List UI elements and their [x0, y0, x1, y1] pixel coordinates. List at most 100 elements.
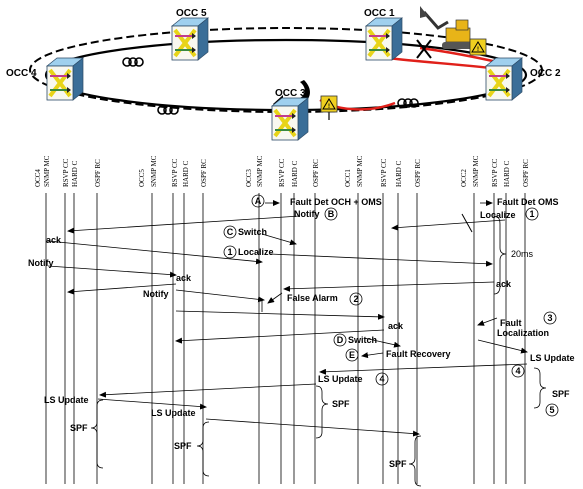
- label-20ms: 20ms: [511, 249, 534, 259]
- label-ack-occ2: ack: [496, 279, 512, 289]
- optical-cross-connect-icon: [270, 96, 310, 142]
- label-spf-occ1: SPF: [389, 459, 407, 469]
- brace-spf-occ5: [196, 421, 210, 477]
- col-occ1-snmp-mc: SNMP MC: [356, 155, 364, 187]
- fiber-cut-icon: [416, 39, 432, 59]
- col-occ1-hard-c: HARD C: [395, 160, 403, 187]
- optical-cross-connect-icon: [364, 16, 404, 62]
- col-occ4-snmp-mc: SNMP MC: [43, 155, 51, 187]
- fiber-coil-icon: [157, 105, 179, 115]
- step-markers: [223, 194, 559, 417]
- occ-node-1: OCC 1: [364, 8, 404, 62]
- optical-cross-connect-icon: [484, 56, 524, 102]
- arrow-false-alarm: [267, 292, 283, 304]
- label-fault-det-och-oms: Fault Det OCH + OMS: [290, 197, 382, 207]
- arrow-ls-update-occ5: [205, 418, 420, 437]
- marker-e: E: [349, 350, 355, 360]
- svg-text:!: !: [477, 47, 479, 53]
- label-ls-update-occ4: LS Update: [44, 395, 89, 405]
- arrow-ls-update-occ2: [319, 363, 528, 375]
- label-ls-update-occ2: LS Update: [530, 353, 575, 363]
- label-fault-det-oms: Fault Det OMS: [497, 197, 559, 207]
- occ-node-2: OCC 2: [484, 56, 561, 102]
- col-occ4-hard-c: HARD C: [71, 160, 79, 187]
- arrow-ls-update-occ3: [99, 383, 317, 398]
- brace-spf-occ3: [315, 385, 329, 439]
- label-ack-occ1: ack: [388, 321, 404, 331]
- occ3-label: OCC 3: [275, 88, 306, 99]
- arrow-notify-b: [67, 215, 301, 234]
- marker-five: 5: [549, 405, 554, 415]
- arrow-localize-occ2: [391, 219, 506, 231]
- marker-two: 2: [353, 294, 358, 304]
- col-occ2-ospf-rc: OSPF RC: [522, 159, 530, 187]
- warning-sign-icon: !: [320, 95, 338, 120]
- occ4-label: OCC 4: [6, 68, 37, 79]
- label-localization: Localization: [497, 328, 549, 338]
- occ-node-5: OCC 5: [170, 8, 210, 62]
- arrow-fault-recovery: [361, 352, 384, 359]
- marker-four-occ3: 4: [379, 374, 384, 384]
- svg-text:!: !: [328, 104, 330, 110]
- arrow-localize-occ3: [269, 253, 493, 267]
- fiber-coil-icon: [397, 98, 419, 108]
- col-occ2-hard-c: HARD C: [503, 160, 511, 187]
- label-notify-occ5: Notify: [143, 289, 169, 299]
- occ-node-3: OCC 3: [270, 88, 310, 142]
- col-occ4-rsvp-cc: RSVP CC: [62, 158, 70, 187]
- optical-cross-connect-icon: [45, 56, 85, 102]
- message-labels: Fault Det OCH + OMS Fault Det OMS Notify…: [28, 197, 575, 469]
- label-fault: Fault: [500, 318, 522, 328]
- arrow-ls-update-occ4: [97, 398, 207, 410]
- occ1-label: OCC 1: [364, 8, 395, 19]
- brace-20ms: [493, 215, 507, 295]
- arrow-fault-localization: [477, 317, 498, 326]
- label-localize-occ3: Localize: [238, 247, 274, 257]
- marker-one-occ3: 1: [227, 247, 232, 257]
- label-spf-occ4: SPF: [70, 423, 88, 433]
- marker-a: A: [255, 196, 262, 206]
- marker-b: B: [328, 209, 335, 219]
- label-spf-occ5: SPF: [174, 441, 192, 451]
- col-occ1-rsvp-cc: RSVP CC: [380, 158, 388, 187]
- occ2-label: OCC 2: [530, 68, 561, 79]
- arrow-ack-occ2: [283, 281, 495, 292]
- label-notify-b: Notify: [294, 209, 320, 219]
- message-arrows: [47, 200, 528, 437]
- label-false-alarm: False Alarm: [287, 293, 338, 303]
- timing-braces: [90, 215, 547, 487]
- col-occ5-rsvp-cc: RSVP CC: [171, 158, 179, 187]
- brace-spf-occ1: [408, 435, 422, 487]
- col-occ2-name: OCC2: [460, 169, 468, 187]
- arrow-switch-c: [261, 233, 297, 246]
- label-switch-c: Switch: [238, 227, 267, 237]
- arrow-occ2-recovery: [477, 339, 528, 354]
- arrow-switch-d: [363, 337, 401, 348]
- col-occ5-snmp-mc: SNMP MC: [150, 155, 158, 187]
- arrow-occ5-to-occ1: [175, 310, 385, 320]
- arrow-ack-occ5: [67, 283, 177, 295]
- col-occ3-name: OCC3: [245, 169, 253, 187]
- arrow-ack-occ4: [47, 240, 263, 265]
- warning-sign-icon: !: [469, 38, 487, 56]
- label-ack-occ5: ack: [176, 273, 192, 283]
- step-marker-labels: A B 1 C 1 2 3 D E 4 4 5: [227, 196, 555, 415]
- arrow-ack-occ1: [175, 329, 385, 344]
- arrow-notify-occ4: [47, 265, 177, 278]
- marker-four-occ2: 4: [515, 366, 520, 376]
- label-notify-occ4: Notify: [28, 258, 54, 268]
- ring-network: ! ! OCC 5 OCC 1 OCC 4 OCC 2 OCC 3: [6, 6, 561, 142]
- optical-cross-connect-icon: [170, 16, 210, 62]
- occ-node-4: OCC 4: [6, 56, 85, 102]
- col-occ5-name: OCC5: [138, 169, 146, 187]
- brace-spf-occ4: [90, 399, 104, 469]
- label-ack-occ4: ack: [46, 235, 62, 245]
- col-occ2-rsvp-cc: RSVP CC: [491, 158, 499, 187]
- marker-d: D: [337, 335, 344, 345]
- lifelines: [45, 193, 526, 484]
- col-occ4-ospf-rc: OSPF RC: [94, 159, 102, 187]
- excavator-icon: [420, 6, 474, 49]
- col-occ1-name: OCC1: [344, 169, 352, 187]
- marker-c: C: [227, 227, 234, 237]
